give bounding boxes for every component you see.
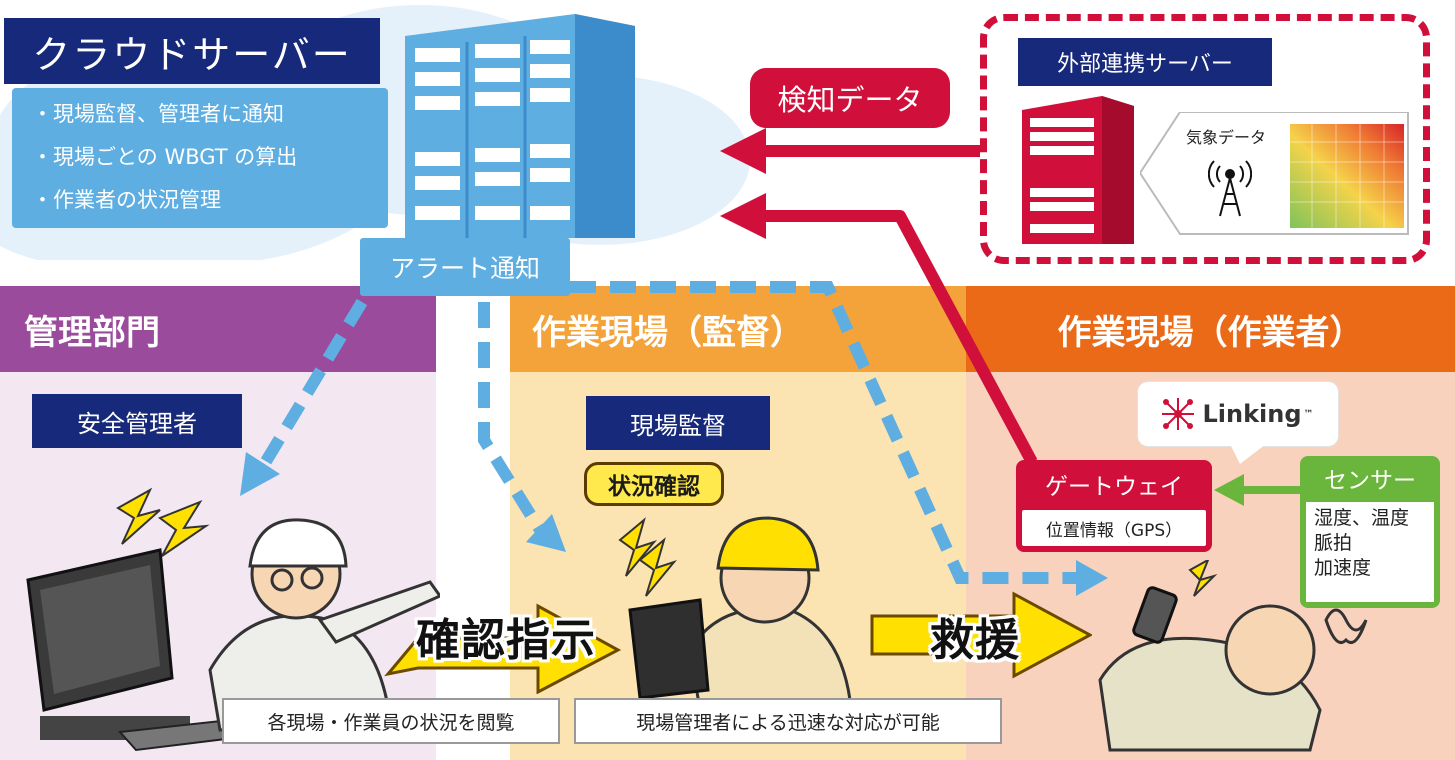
smartphone-icon: [1132, 586, 1178, 644]
lightning-icon: [157, 499, 210, 557]
linking-tm: ™: [1303, 408, 1314, 420]
green-arrowhead: [1214, 474, 1244, 506]
linking-bubble-tail: [1230, 444, 1266, 464]
linking-network-icon: [1162, 398, 1195, 430]
blue-arrowhead: [240, 452, 280, 496]
blue-dashed-arrow-management: [256, 298, 368, 472]
cloud-function-item: ・作業者の状況管理: [32, 188, 221, 212]
status-check-badge: 状況確認: [584, 462, 724, 506]
worker-illustration: [1098, 560, 1368, 752]
weather-data-panel: [1140, 112, 1409, 235]
external-server-title: 外部連携サーバー: [1018, 38, 1272, 86]
sensor-box: センサー 湿度、温度 脈拍 加速度: [1300, 456, 1440, 608]
supervisor-column-title: 作業現場（監督）: [532, 312, 804, 353]
cloud-function-item: ・現場監督、管理者に通知: [32, 102, 284, 126]
red-arrowhead: [720, 193, 766, 239]
safety-manager-label: 安全管理者: [32, 394, 242, 448]
cloud-server-title: クラウドサーバー: [4, 18, 380, 84]
rescue-arrow: [870, 591, 1092, 679]
worker-column-header: 作業現場（作業者）: [966, 286, 1455, 372]
sensor-item: 脈拍: [1314, 532, 1353, 554]
helmet-icon: [248, 518, 348, 568]
lightning-icon: [116, 487, 161, 545]
cloud-server-functions: ・現場監督、管理者に通知 ・現場ごとの WBGT の算出 ・作業者の状況管理: [12, 88, 388, 228]
cloud-server-icon: [405, 14, 635, 238]
management-column-header: 管理部門: [0, 286, 436, 372]
red-arrow-gateway: [762, 210, 1038, 465]
site-supervisor-label: 現場監督: [586, 396, 770, 450]
blue-dashed-arrow-supervisor: [478, 302, 546, 534]
blue-arrowhead: [1076, 560, 1108, 596]
red-arrowhead: [720, 128, 766, 174]
external-server-icon: [1022, 96, 1134, 244]
gateway-title: ゲートウェイ: [1045, 474, 1183, 500]
linking-brand: Linking: [1202, 400, 1302, 428]
rescue-text: 救援: [930, 615, 1020, 666]
site-supervisor-illustration: [618, 516, 852, 712]
detection-data-label: 検知データ: [750, 68, 950, 128]
instruction-arrow: [384, 603, 622, 694]
worker-column-title: 作業現場（作業者）: [1057, 312, 1364, 353]
lightning-icon: [618, 517, 657, 577]
gateway-box: ゲートウェイ 位置情報（GPS）: [1016, 460, 1212, 552]
gateway-detail: 位置情報（GPS）: [1022, 510, 1206, 546]
blue-arrowhead: [526, 514, 566, 552]
lightning-icon: [1188, 560, 1218, 597]
sensor-title: センサー: [1324, 468, 1416, 494]
supervisor-caption: 現場管理者による迅速な対応が可能: [574, 698, 1002, 744]
weather-data-label: 気象データ: [1186, 128, 1267, 147]
dizzy-icon: [1324, 608, 1368, 644]
management-column-title: 管理部門: [24, 312, 160, 353]
antenna-icon: [1208, 160, 1252, 217]
supervisor-column-header: 作業現場（監督）: [510, 286, 966, 372]
lightning-icon: [638, 537, 677, 597]
sensor-item: 湿度、温度: [1314, 507, 1410, 529]
sensor-item: 加速度: [1314, 557, 1372, 579]
sensor-details: 湿度、温度 脈拍 加速度: [1306, 502, 1434, 602]
cloud-function-item: ・現場ごとの WBGT の算出: [32, 145, 298, 169]
alert-notification-label: アラート通知: [360, 238, 570, 296]
helmet-icon: [716, 516, 820, 572]
confirm-instruction-text: 確認指示: [416, 615, 596, 666]
external-server-frame: [980, 14, 1430, 264]
blue-dashed-arrow-worker: [570, 281, 1082, 584]
tablet-icon: [628, 598, 710, 700]
management-caption: 各現場・作業員の状況を閲覧: [222, 698, 560, 744]
